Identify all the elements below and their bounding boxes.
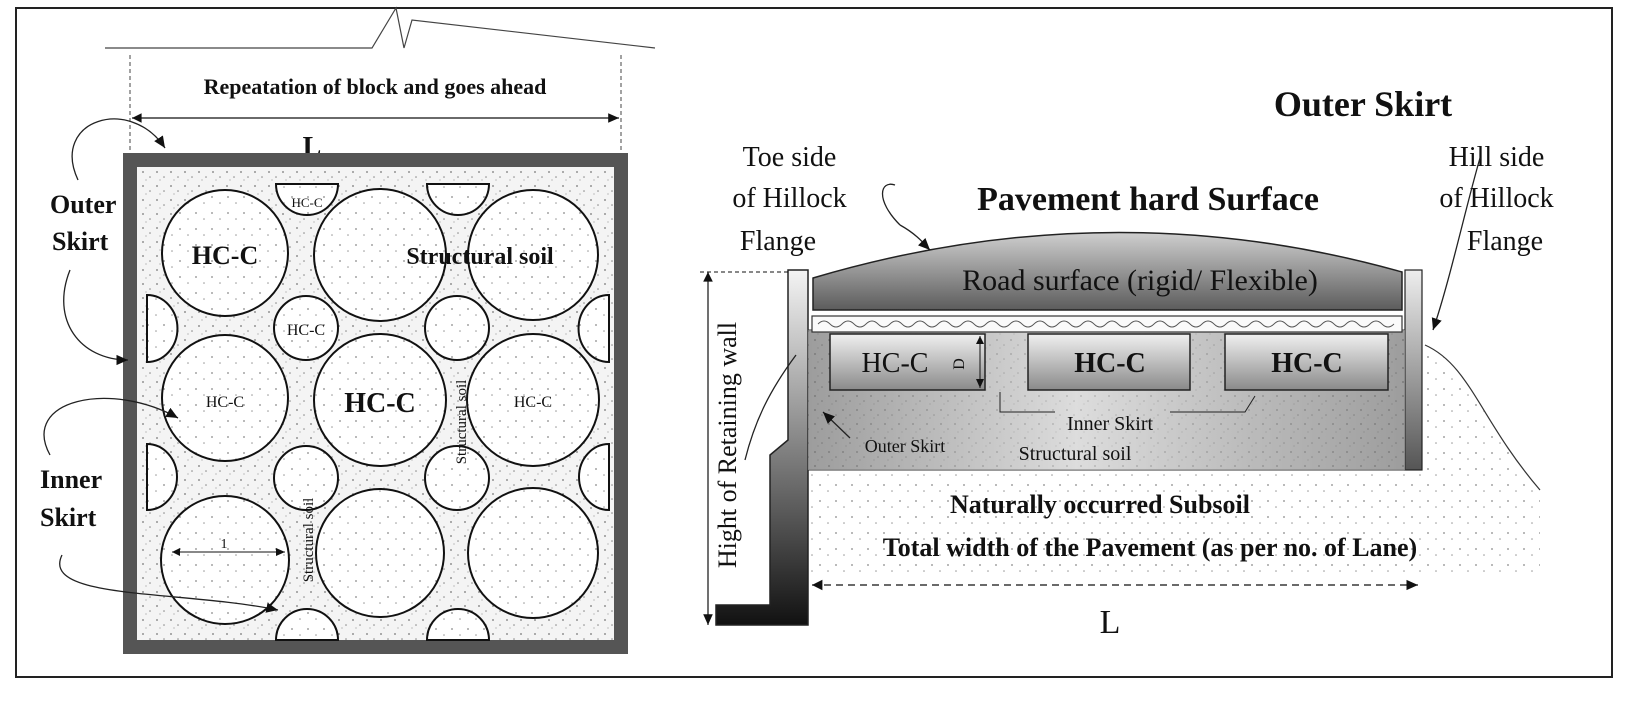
road-surface-label: Road surface (rigid/ Flexible) xyxy=(962,264,1318,297)
break-line xyxy=(105,6,656,49)
separator-band xyxy=(811,315,1403,333)
subsoil-label: Naturally occurred Subsoil xyxy=(950,490,1250,519)
depth-label: D xyxy=(951,358,968,370)
repetition-label: Repeatation of block and goes ahead xyxy=(204,74,547,99)
hill-slope xyxy=(1420,345,1540,575)
inner-skirt-leaders xyxy=(999,392,1256,413)
hc-c-label-large-1: HC-C xyxy=(192,241,258,270)
outer-skirt-label: Outer Skirt xyxy=(865,436,946,456)
left-panel: Repeatation of block and goes ahead L xyxy=(40,6,656,654)
structural-soil-vertical-1: Structural soil xyxy=(454,380,470,465)
hc-c-block-label-2: HC-C xyxy=(1074,348,1146,379)
leader-lines-right xyxy=(744,157,1481,461)
total-width-label: Total width of the Pavement (as per no. … xyxy=(883,533,1417,562)
outer-skirt-label: Outer Skirt xyxy=(50,190,122,256)
diameter-label: 1 xyxy=(221,537,228,552)
inner-skirt-label: Inner Skirt xyxy=(40,465,108,532)
hc-c-circles xyxy=(160,188,600,625)
structural-soil-label: Structural soil xyxy=(1019,443,1132,465)
hill-side-label: Hill side of Hillock Flange xyxy=(1439,142,1560,257)
half-circles xyxy=(146,183,610,641)
right-panel: Outer Skirt Pavement hard Surface Toe si… xyxy=(700,84,1560,641)
road-surface xyxy=(812,231,1403,311)
hc-c-block-label-3: HC-C xyxy=(1271,348,1343,379)
outer-skirt-title: Outer Skirt xyxy=(1274,84,1452,124)
retaining-wall-label: Hight of Retaining wall xyxy=(713,322,742,568)
hc-c-blocks xyxy=(829,333,1389,391)
hc-c-label-large-2: HC-C xyxy=(344,388,416,419)
hc-c-label-small-3: HC-C xyxy=(514,394,552,411)
structural-soil-label: Structural soil xyxy=(406,244,554,270)
hill-side-flange xyxy=(1404,269,1423,471)
structural-soil-vertical-2: Structural soil xyxy=(301,498,317,583)
hc-c-label-small-2: HC-C xyxy=(206,394,244,411)
hc-c-label-small-1: HC-C xyxy=(287,322,325,339)
hc-c-block-label-1: HC-C xyxy=(862,348,929,379)
hc-c-label-top-small: HC-C xyxy=(291,195,322,210)
leader-lines-left xyxy=(43,118,279,613)
subsoil-area xyxy=(808,470,1528,575)
pavement-surface-label: Pavement hard Surface xyxy=(977,181,1319,218)
width-length-label: L xyxy=(1100,604,1121,641)
toe-side-label: Toe side of Hillock Flange xyxy=(732,142,853,257)
inner-skirt-label: Inner Skirt xyxy=(1067,413,1154,435)
